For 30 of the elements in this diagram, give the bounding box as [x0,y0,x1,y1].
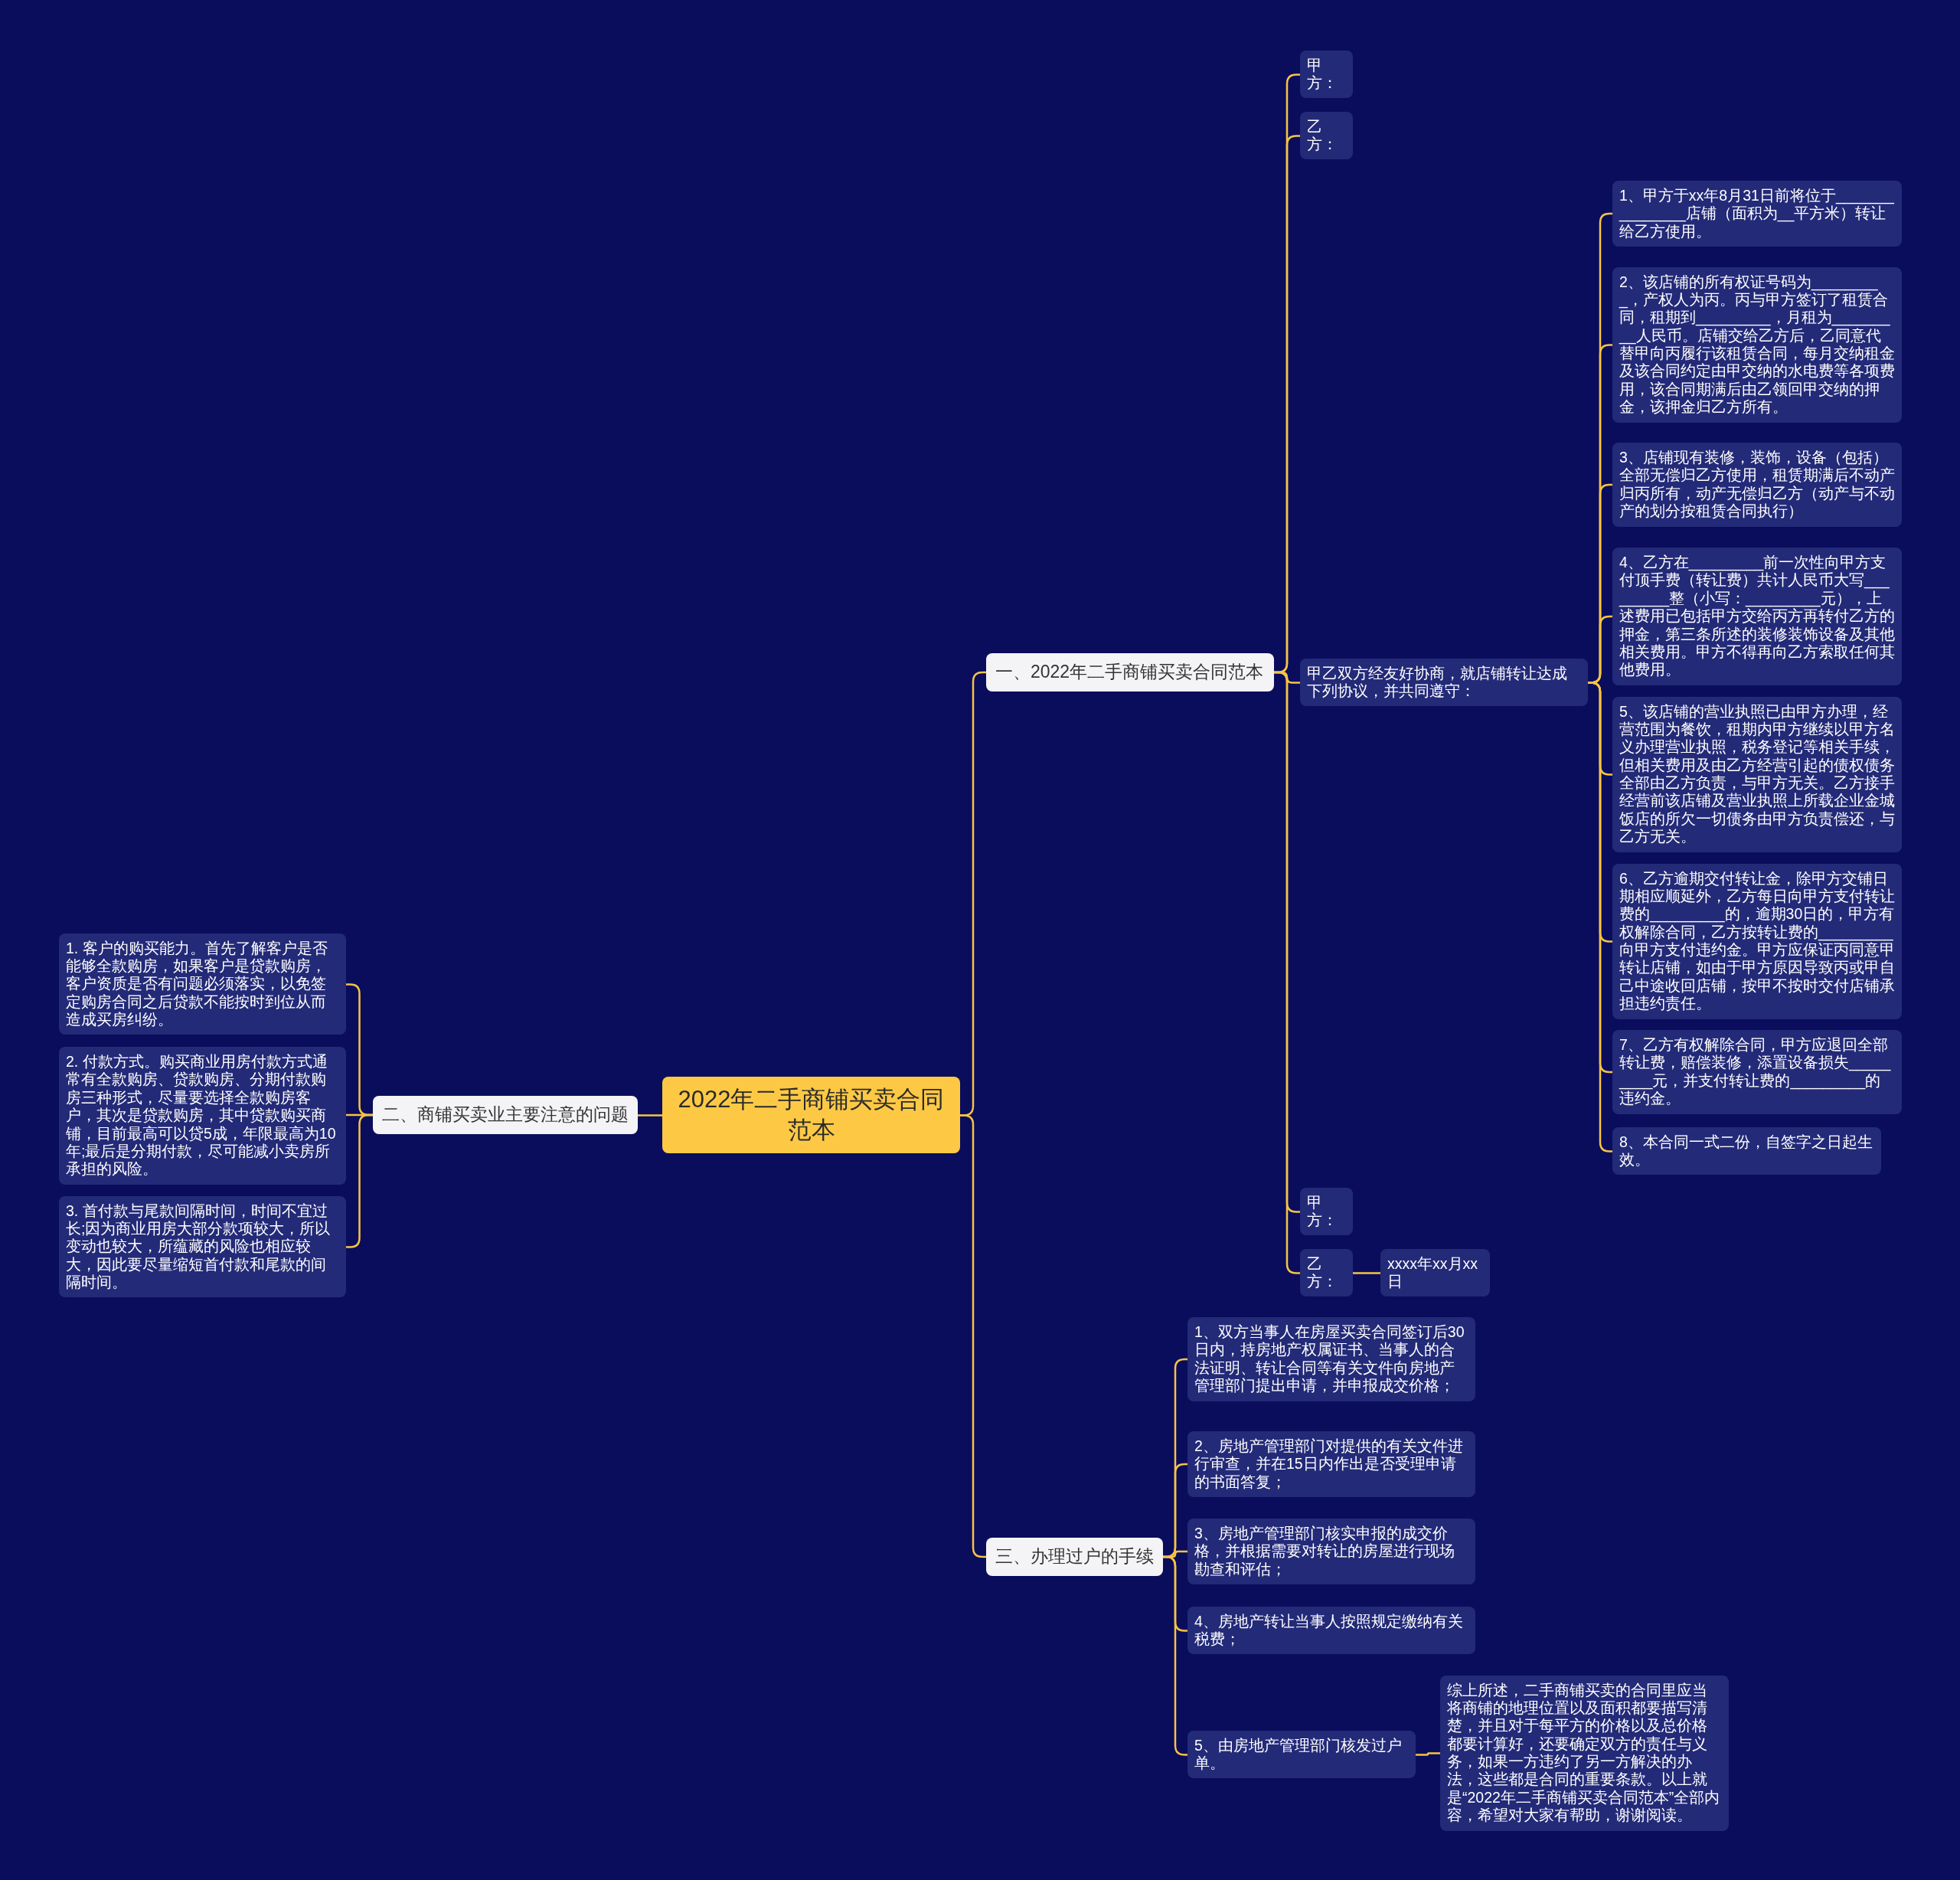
text-box: 1、甲方于xx年8月31日前将位于_______________店铺（面积为__平方米）转让给乙方使用。 [1612,181,1902,247]
text-box: 1. 客户的购买能力。首先了解客户是否能够全款购房，如果客户是贷款购房，客户资质是否有问题必须落实，以免签定购房合同之后贷款不能按时到位从而造成买房纠纷。 [59,933,346,1035]
branch-box: 三、办理过户的手续 [986,1538,1163,1576]
text-box: 5、由房地产管理部门核发过户单。 [1187,1730,1416,1779]
branch-box: 二、商铺买卖业主要注意的问题 [373,1096,638,1134]
connector-line [638,1114,662,1117]
branch-box: 一、2022年二手商铺买卖合同范本 [986,653,1274,692]
text-box: 4、房地产转让当事人按照规定缴纳有关税费； [1187,1606,1475,1655]
central-topic-box: 2022年二手商铺买卖合同范本 [662,1076,960,1154]
text-box: 6、乙方逾期交付转让金，除甲方交铺日期相应顺延外，乙方每日向甲方支付转让费的_________的，逾期30日的，甲方有权解除合同，乙方按转让费的_________向甲方支付违约金。甲方应保证丙同意甲转让店铺，如由于甲方原因导致丙或甲自己中途收回店铺，按甲不按时交付店铺承担违约责任。 [1612,863,1902,1019]
text-box: 2. 付款方式。购买商业用房付款方式通常有全款购房、贷款购房、分期付款购房三种形式，尽量要选择全款购房客户，其次是贷款购房，其中贷款购买商铺，目前最高可以贷5成，年限最高为10年;最后是分期付款，尽可能减小卖房所承担的风险。 [59,1047,346,1185]
text-box: 甲方： [1300,50,1353,99]
text-box: 乙方： [1300,111,1353,160]
connector-line [1353,1272,1380,1274]
text-box: 3. 首付款与尾款间隔时间，时间不宜过长;因为商业用房大部分款项较大，所以变动也较大，所蕴藏的风险也相应较大，因此要尽量缩短首付款和尾款的间隔时间。 [59,1195,346,1298]
text-box: 甲方： [1300,1187,1353,1236]
text-box: 7、乙方有权解除合同，甲方应退回全部转让费，赔偿装修，添置设备损失_________元，并支付转让费的_________的违约金。 [1612,1030,1902,1114]
text-box: 乙方： [1300,1248,1353,1297]
text-box: 2、房地产管理部门对提供的有关文件进行审查，并在15日内作出是否受理申请的书面答复； [1187,1431,1475,1498]
text-box: 甲乙双方经友好协商，就店铺转让达成下列协议，并共同遵守： [1300,658,1588,707]
text-box: 2、该店铺的所有权证号码为_________，产权人为丙。丙与甲方签订了租赁合同，租期到_________，月租为_________人民币。店铺交给乙方后，乙同意代替甲向丙履行该租赁合同，每月交纳租金及该合同约定由甲交纳的水电费等各项费用，该合同期满后由乙领回甲交纳的押金，该押金归乙方所有。 [1612,266,1902,423]
text-box: 3、房地产管理部门核实申报的成交价格，并根据需要对转让的房屋进行现场勘查和评估； [1187,1519,1475,1585]
text-box: 8、本合同一式二份，自签字之日起生效。 [1612,1126,1881,1175]
text-box: 4、乙方在_________前一次性向甲方支付顶手费（转让费）共计人民币大写_________整（小写：_________元），上述费用已包括甲方交给丙方再转付乙方的押金，第三条所述的装修装饰设备及其他相关费用。甲方不得再向乙方索取任何其他费用。 [1612,548,1902,685]
connector-line [1416,1752,1440,1756]
text-box: 3、店铺现有装修，装饰，设备（包括）全部无偿归乙方使用，租赁期满后不动产归丙所有，动产无偿归乙方（动产与不动产的划分按租赁合同执行） [1612,443,1902,527]
text-box: 综上所述，二手商铺买卖的合同里应当将商铺的地理位置以及面积都要描写清楚，并且对于每平方的价格以及总价格都要计算好，还要确定双方的责任与义务，如果一方违约了另一方解决的办法，这些都是合同的重要条款。以上就是“2022年二手商铺买卖合同范本”全部内容，希望对大家有帮助，谢谢阅读。 [1440,1675,1729,1831]
text-box: 5、该店铺的营业执照已由甲方办理，经营范围为餐饮，租期内甲方继续以甲方名义办理营业执照，税务登记等相关手续，但相关费用及由乙方经营引起的债权债务全部由乙方负责，与甲方无关。乙方接手经营前该店铺及营业执照上所载企业金城饭店的所欠一切债务由甲方负责偿还，与乙方无关。 [1612,696,1902,852]
text-box: 1、双方当事人在房屋买卖合同签订后30日内，持房地产权属证书、当事人的合法证明、转让合同等有关文件向房地产管理部门提出申请，并申报成交价格； [1187,1317,1475,1401]
text-box: xxxx年xx月xx日 [1380,1248,1490,1297]
